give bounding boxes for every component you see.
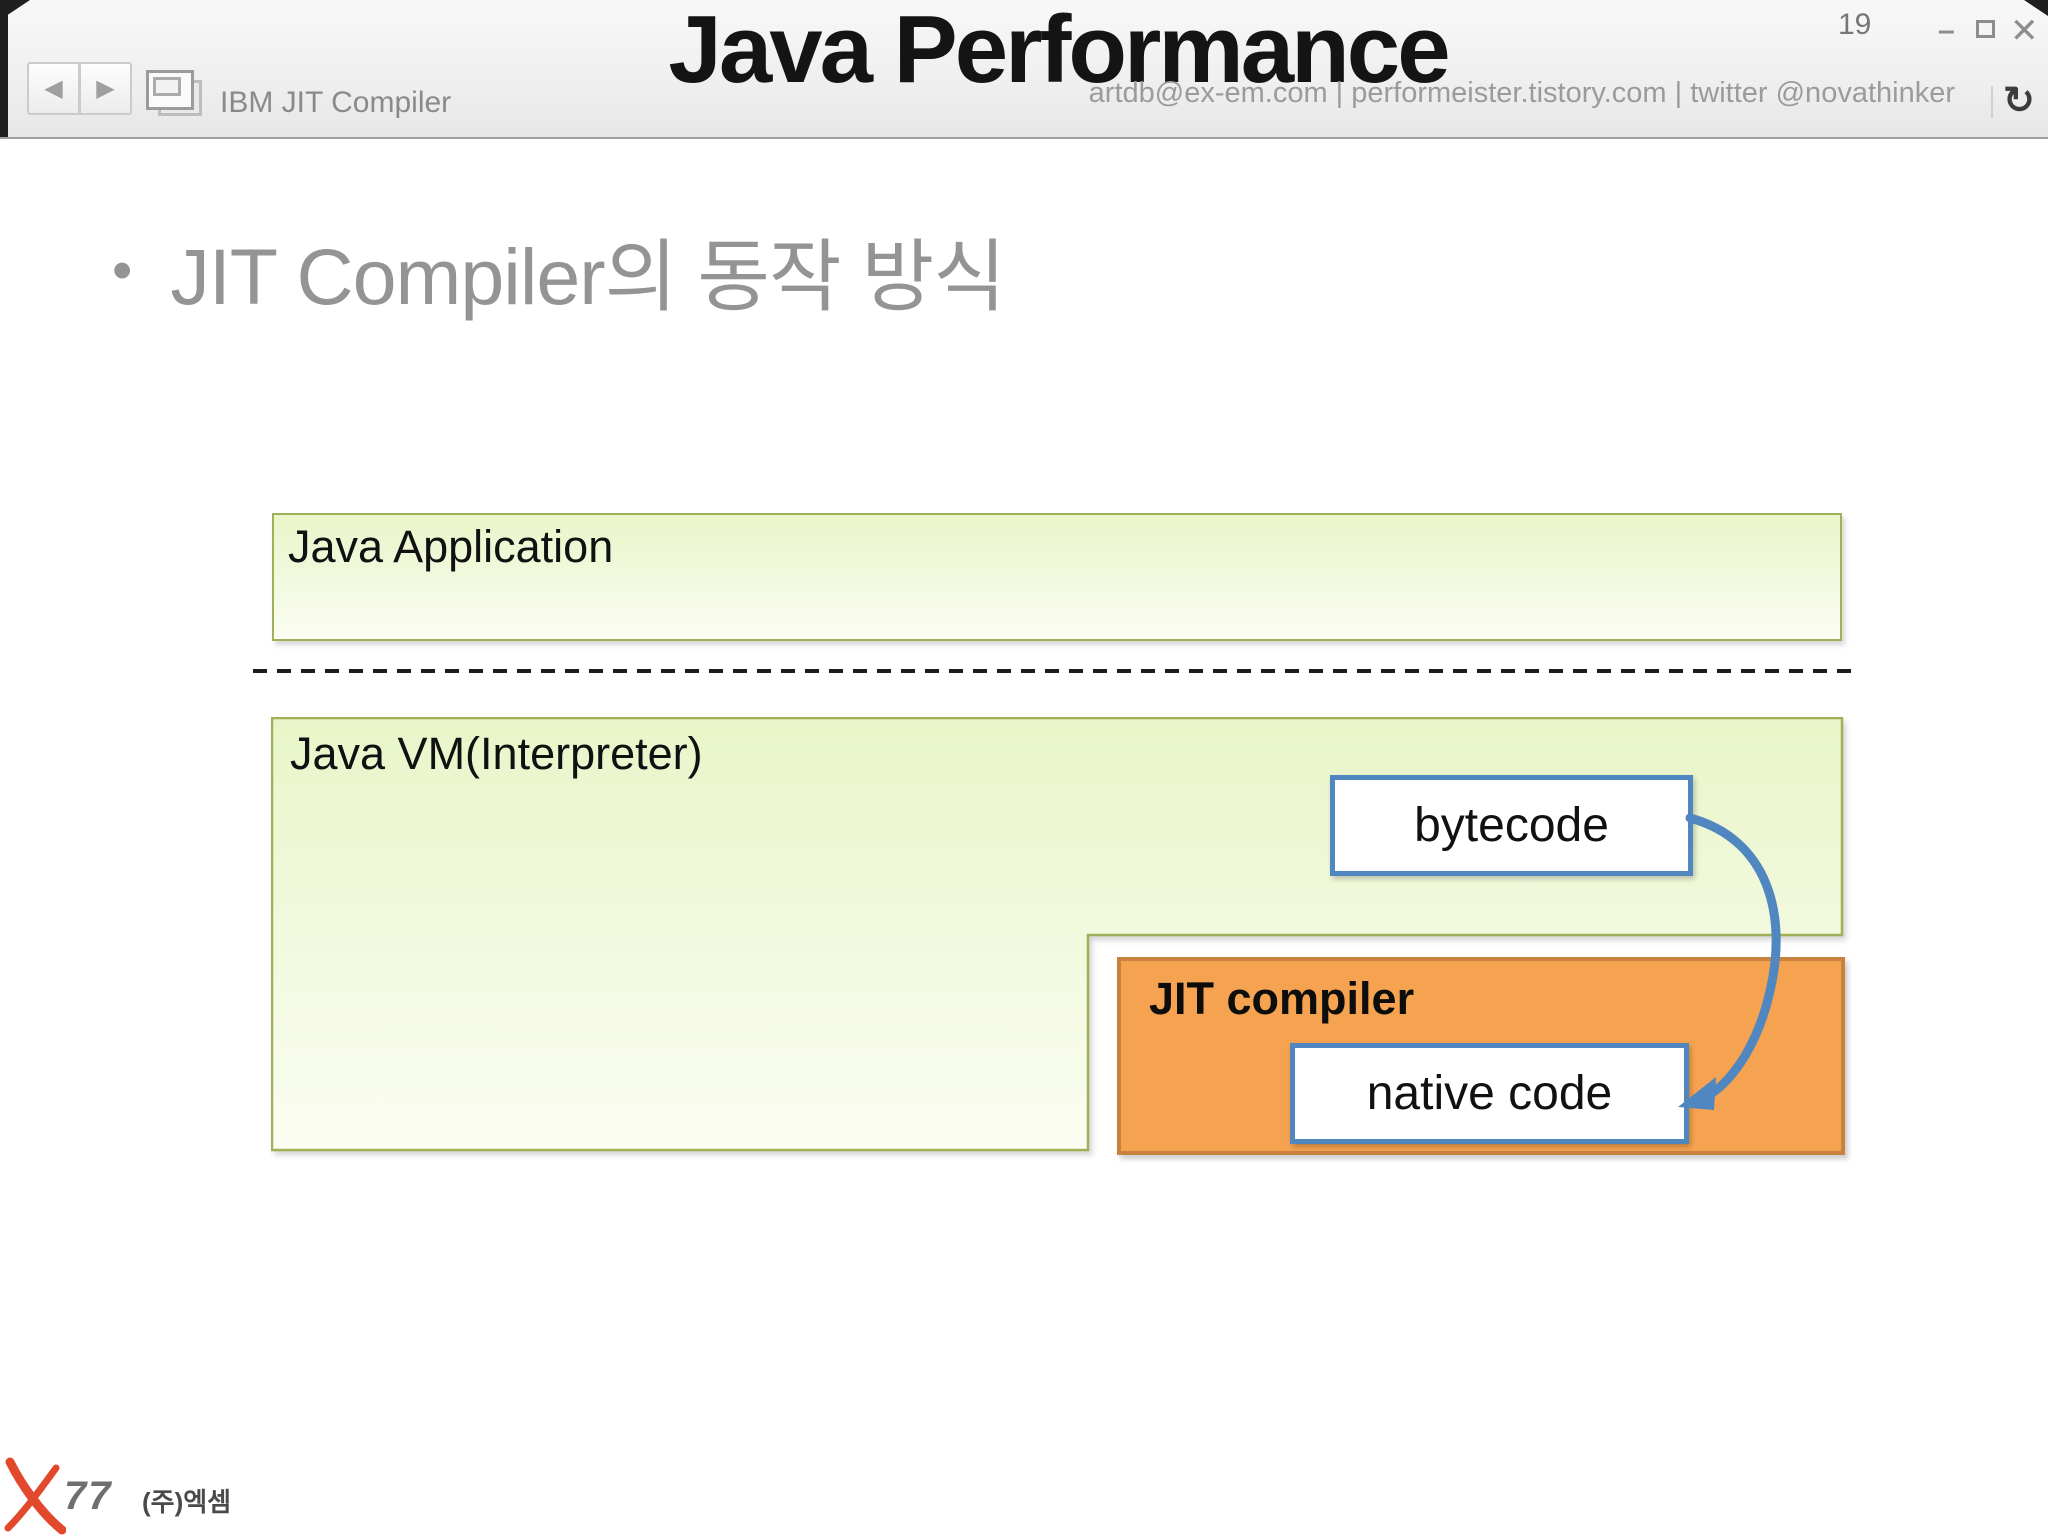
refresh-icon[interactable]: ↻: [2003, 80, 2035, 122]
page-number: 19: [1838, 8, 1872, 41]
deck-title: Java Performance: [668, 0, 1450, 103]
next-slide-button[interactable]: ▶: [79, 62, 132, 115]
jit-compiler-label: JIT compiler: [1149, 973, 1415, 1024]
window-corner-left: [0, 0, 8, 137]
author-contact-line: artdb@ex-em.com | performeister.tistory.…: [1088, 77, 1955, 109]
maximize-button[interactable]: [1976, 20, 1995, 38]
dashed-separator-line: [253, 669, 1857, 673]
minimize-icon: –: [1938, 14, 1955, 47]
window-corner-left-diagonal: [0, 0, 30, 20]
company-logo: 77 (주)엑셈: [4, 1448, 304, 1536]
bullet-icon: •: [112, 238, 133, 303]
bytecode-box: bytecode: [1330, 775, 1693, 876]
close-button[interactable]: ✕: [2010, 14, 2039, 48]
slide-content-icon: [153, 77, 181, 96]
slide-heading: • JIT Compiler의 동작 방식: [112, 212, 1006, 327]
minimize-button[interactable]: –: [1938, 14, 1955, 48]
close-icon: ✕: [2010, 12, 2039, 50]
forward-arrow-icon: ▶: [96, 75, 115, 102]
section-label: IBM JIT Compiler: [220, 86, 452, 119]
native-code-label: native code: [1366, 1067, 1613, 1120]
slide-heading-text: JIT Compiler의 동작 방식: [170, 232, 1006, 321]
toolbar-separator: [1991, 86, 1993, 118]
java-application-label: Java Application: [288, 521, 614, 572]
logo-mark: 77: [64, 1474, 113, 1518]
logo-company-name: (주)엑셈: [142, 1487, 232, 1517]
window-corner-right-diagonal: [2024, 0, 2048, 16]
bytecode-label: bytecode: [1414, 799, 1609, 852]
native-code-box: native code: [1290, 1043, 1689, 1144]
back-arrow-icon: ◀: [44, 75, 63, 102]
header-bar: ◀ ▶ IBM JIT Compiler Java Performance ar…: [0, 0, 2048, 139]
java-application-box: Java Application: [272, 513, 1842, 641]
slide-overview-button[interactable]: [146, 70, 204, 122]
logo-x-icon: [4, 1457, 66, 1535]
previous-slide-button[interactable]: ◀: [27, 62, 80, 115]
java-vm-label: Java VM(Interpreter): [290, 728, 703, 779]
